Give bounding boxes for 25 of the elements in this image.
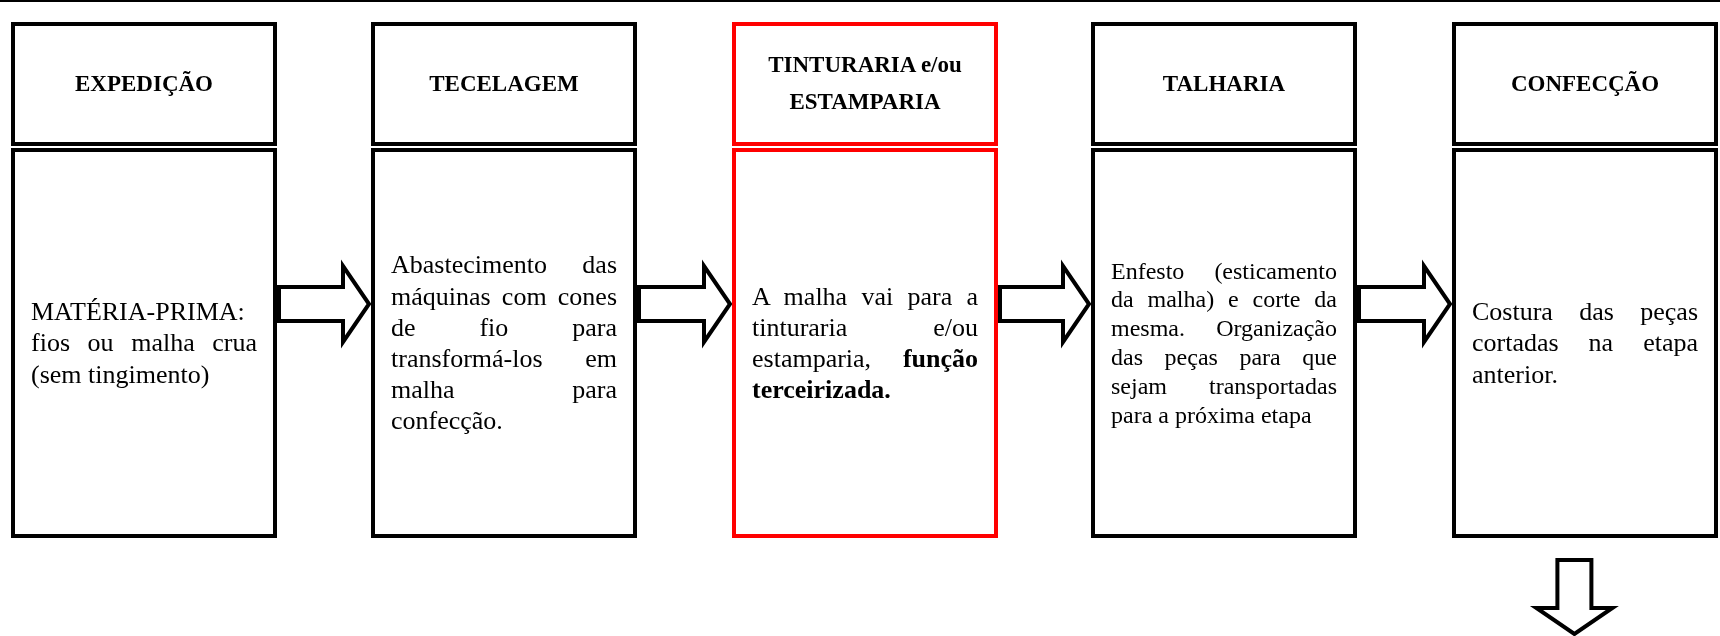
stage-description: Abastecimento das máquinas com cones de fio para transformá-los em malha para confecção.: [390, 249, 618, 437]
block-arrow: [1357, 259, 1453, 349]
stage-header-box: [11, 22, 277, 146]
stage-description-box: [1091, 148, 1357, 538]
stage-description: Costura das peças cortadas na etapa anterior.: [1471, 296, 1699, 390]
stage-title: TALHARIA: [1161, 69, 1287, 98]
stage-header-box: [1452, 22, 1718, 146]
stage-header-box: [1091, 22, 1357, 146]
stage-description-box: [371, 148, 637, 538]
stage-description-box: [11, 148, 277, 538]
stage-description: Enfesto (esticamento da malha) e corte da mesma. Organização das peças para que sejam transportadas para a próxima etapa: [1110, 256, 1338, 430]
stage-title: TINTURARIA e/ou ESTAMPARIA: [767, 51, 963, 116]
stage-title: TECELAGEM: [428, 69, 580, 98]
stage-description-box: [1452, 148, 1718, 538]
stage-description: MATÉRIA-PRIMA: fios ou malha crua (sem tingimento): [30, 296, 258, 390]
stage-description-box: [732, 148, 998, 538]
stage-description: A malha vai para a tinturaria e/ou estamparia, função terceirizada.: [751, 280, 979, 406]
block-arrow: [998, 259, 1092, 349]
stage-title: CONFECÇÃO: [1509, 69, 1661, 98]
block-arrow: [1529, 558, 1619, 636]
stage-header-box: [371, 22, 637, 146]
stage-header-box: [732, 22, 998, 146]
block-arrow: [637, 259, 733, 349]
stage-title: EXPEDIÇÃO: [74, 69, 214, 98]
block-arrow: [277, 259, 372, 349]
